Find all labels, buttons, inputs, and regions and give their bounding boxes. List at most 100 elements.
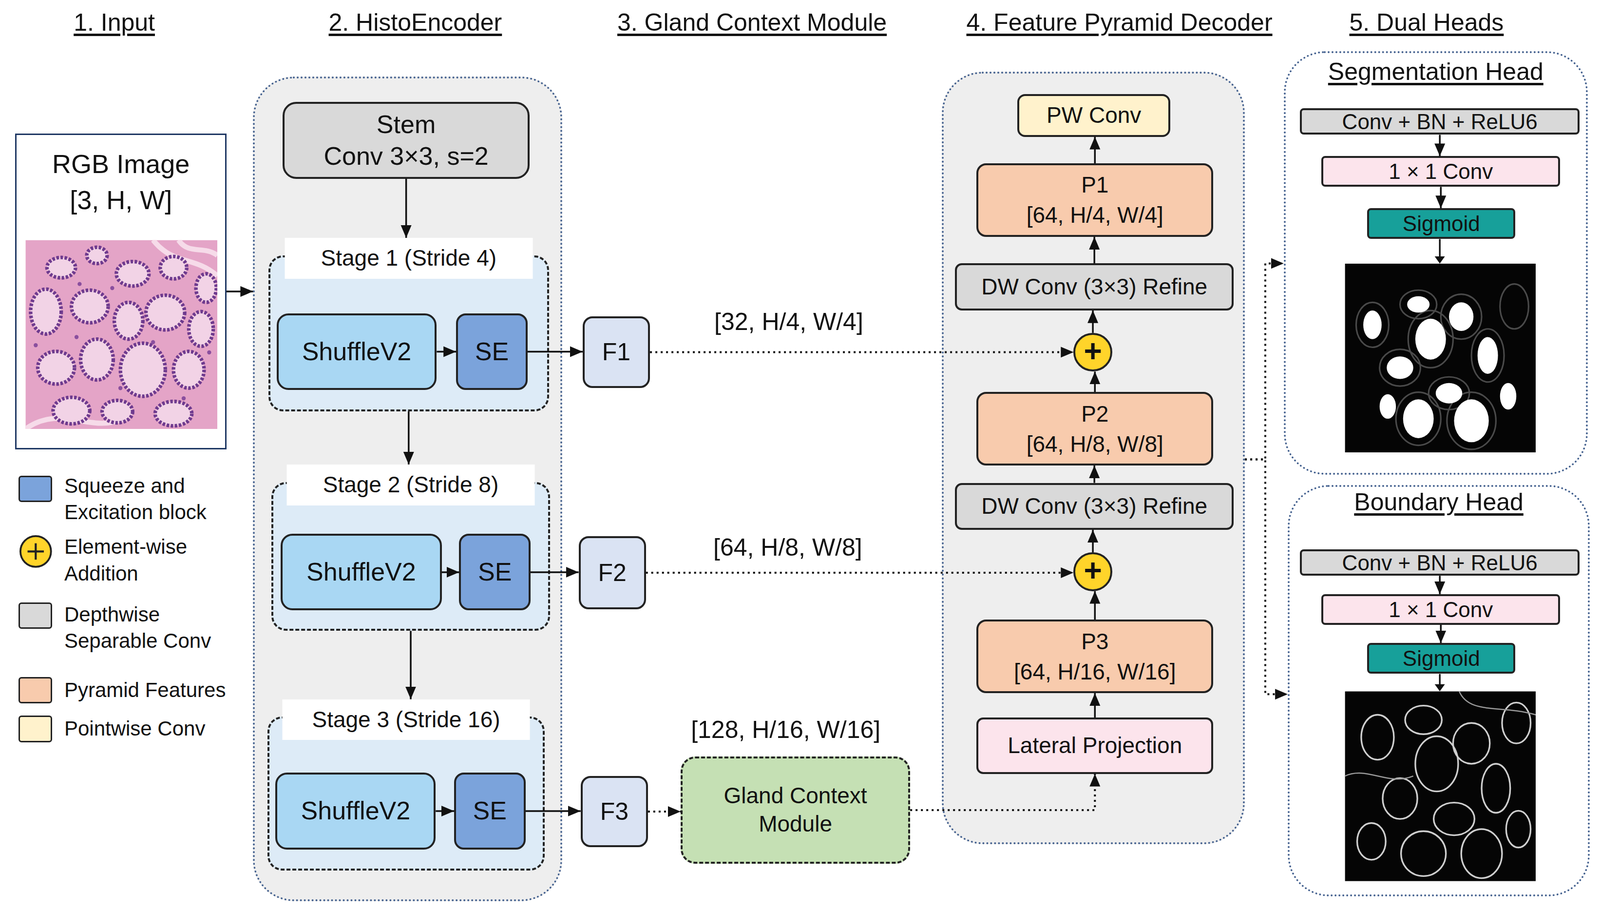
node-text: Stem xyxy=(376,108,436,141)
connector xyxy=(1091,529,1094,553)
legend-addition-symbol xyxy=(20,535,52,567)
pointwise-conv: PW Conv xyxy=(1017,94,1171,137)
section-heading: 4. Feature Pyramid Decoder xyxy=(966,7,1273,38)
node-text: Sigmoid xyxy=(1402,644,1481,672)
stage-group: Stage 2 (Stride 8)ShuffleV2SE xyxy=(271,464,551,631)
node-text: F2 xyxy=(597,557,627,589)
node-text: SE xyxy=(477,555,512,588)
head-pointwise: 1 × 1 Conv xyxy=(1321,155,1561,187)
section-heading: 1. Input xyxy=(73,7,155,38)
shufflenet-block: ShuffleV2 xyxy=(280,533,442,610)
node-text: Conv 3×3, s=2 xyxy=(323,140,489,172)
node-text: [64, H/8, W/8] xyxy=(1026,428,1164,459)
legend-swatch xyxy=(18,715,53,742)
feature-box: F2 xyxy=(578,535,647,610)
head-pointwise: 1 × 1 Conv xyxy=(1321,593,1561,625)
depthwise-refine: DW Conv (3×3) Refine xyxy=(954,263,1234,310)
connector xyxy=(1438,575,1441,594)
tensor-shape-label: [128, H/16, W/16] xyxy=(690,714,881,744)
se-block: SE xyxy=(454,772,526,849)
sigmoid-box: Sigmoid xyxy=(1367,642,1516,674)
dotted-connector xyxy=(647,810,681,813)
node-text: + xyxy=(1083,554,1102,586)
node-text: DW Conv (3×3) Refine xyxy=(981,492,1208,521)
node-text: SE xyxy=(473,794,507,827)
input-panel: RGB Image[3, H, W] xyxy=(15,133,227,449)
legend-swatch xyxy=(18,475,53,502)
connector xyxy=(1093,465,1096,483)
connector xyxy=(1438,134,1441,157)
node-text: [64, H/16, W/16] xyxy=(1013,656,1176,687)
node-text: P3 xyxy=(1081,626,1109,657)
connector xyxy=(1440,186,1443,209)
connector xyxy=(1091,310,1094,333)
dotted-connector xyxy=(910,773,1095,810)
connector xyxy=(226,290,254,293)
head-conv: Conv + BN + ReLU6 xyxy=(1299,108,1580,135)
context-module: Gland Context Module xyxy=(680,756,911,864)
shufflenet-block: ShuffleV2 xyxy=(276,313,438,390)
connector xyxy=(441,571,460,573)
connector xyxy=(436,350,457,353)
connector xyxy=(527,350,583,353)
section-heading: 5. Dual Heads xyxy=(1349,7,1505,38)
addition-node: + xyxy=(1073,332,1113,372)
pyramid-feature: P3[64, H/16, W/16] xyxy=(976,619,1214,693)
lateral-projection: Lateral Projection xyxy=(976,717,1214,774)
connector xyxy=(405,178,408,239)
sigmoid-box: Sigmoid xyxy=(1367,208,1516,239)
section-heading: 3. Gland Context Module xyxy=(617,7,887,38)
module-container: 4. Feature Pyramid DecoderPW ConvP1[64, … xyxy=(941,71,1245,844)
node-text: P1 xyxy=(1081,169,1109,200)
legend-swatch xyxy=(18,602,53,629)
legend-text: Element-wise Addition xyxy=(64,533,235,587)
module-container: 2. HistoEncoderStemConv 3×3, s=2Stage 1 … xyxy=(252,76,563,901)
se-block: SE xyxy=(456,313,528,390)
legend-text: Pointwise Conv xyxy=(64,715,235,743)
connector xyxy=(530,571,579,573)
legend-text: Depthwise Separable Conv xyxy=(64,601,235,655)
connector xyxy=(1094,590,1097,620)
node-text: PW Conv xyxy=(1046,101,1142,130)
feature-box: F3 xyxy=(580,775,648,848)
legend-text: Pyramid Features xyxy=(64,676,235,704)
node-text: SE xyxy=(475,335,509,368)
node-text: DW Conv (3×3) Refine xyxy=(981,272,1208,302)
node-text: [64, H/4, W/4] xyxy=(1026,199,1164,230)
node-text: 1 × 1 Conv xyxy=(1388,157,1493,185)
section-heading: Segmentation Head xyxy=(1321,57,1551,87)
node-text: Conv + BN + ReLU6 xyxy=(1342,549,1538,576)
feature-box: F1 xyxy=(582,316,650,388)
legend-swatch xyxy=(18,676,53,704)
section-heading: Boundary Head xyxy=(1347,487,1530,517)
connector xyxy=(525,809,581,812)
stage-group: Stage 1 (Stride 4)ShuffleV2SE xyxy=(268,237,550,412)
head-conv: Conv + BN + ReLU6 xyxy=(1299,549,1580,576)
node-text: Gland Context Module xyxy=(703,781,889,838)
node-text: F1 xyxy=(602,336,631,368)
pyramid-feature: P1[64, H/4, W/4] xyxy=(976,163,1214,237)
node-text: RGB Image xyxy=(52,146,190,182)
stage-title: Stage 3 (Stride 16) xyxy=(282,699,531,741)
connector xyxy=(1094,692,1097,718)
dotted-connector xyxy=(1244,459,1288,695)
depthwise-refine: DW Conv (3×3) Refine xyxy=(954,482,1234,530)
pyramid-feature: P2[64, H/8, W/8] xyxy=(976,391,1214,466)
addition-node: + xyxy=(1073,552,1113,591)
connector xyxy=(435,809,455,812)
node-text: ShuffleV2 xyxy=(306,555,417,588)
histology-image xyxy=(25,240,218,429)
connector xyxy=(1093,236,1096,264)
node-text: F3 xyxy=(600,796,629,827)
stage-group: Stage 3 (Stride 16)ShuffleV2SE xyxy=(267,699,546,871)
section-heading: 2. HistoEncoder xyxy=(328,7,503,38)
connector xyxy=(407,411,410,465)
legend-text: Squeeze and Excitation block xyxy=(64,472,235,526)
connector xyxy=(409,630,412,699)
node-text: Sigmoid xyxy=(1402,209,1481,237)
head-container: Boundary HeadConv + BN + ReLU6 1 × 1 Conv… xyxy=(1287,484,1590,896)
edge-label: [64, H/8, W/8] xyxy=(713,532,863,562)
